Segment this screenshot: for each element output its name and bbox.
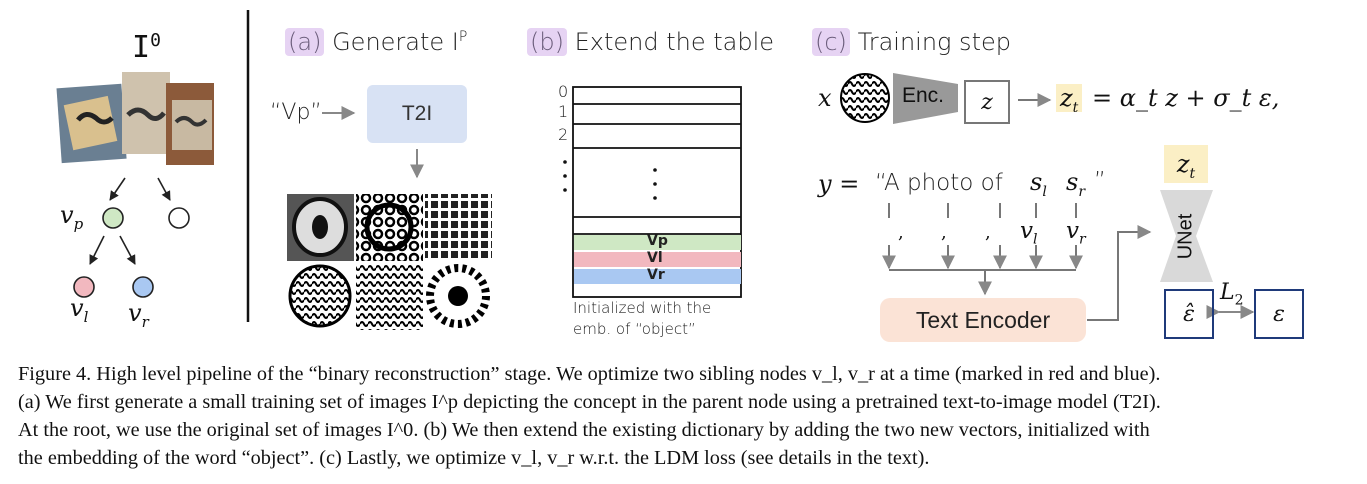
row-vr (574, 269, 741, 284)
tree-edges (89, 177, 171, 265)
embedding-table (572, 86, 742, 298)
row-label-vl: Vl (647, 250, 663, 266)
token-arrows (882, 225, 1152, 321)
token-vr: vr (1066, 218, 1086, 248)
row-vl (574, 252, 741, 267)
text-encoder-box: Text Encoder (880, 298, 1086, 342)
row-label-vp: Vp (647, 233, 668, 249)
caption-line-1: Figure 4. High level pipeline of the “bi… (18, 363, 1161, 385)
generated-images (287, 194, 492, 330)
input-image (840, 73, 890, 123)
label-vl: vl (70, 294, 89, 326)
loss-label: L2 (1220, 280, 1244, 309)
node-vl (73, 276, 95, 298)
unet-label: UNet (1174, 213, 1197, 260)
node-vp (102, 207, 124, 229)
token-vl: vl (1020, 218, 1038, 248)
table-note-1: Initialized with the (573, 299, 712, 317)
row-index-2: 2 (558, 125, 569, 144)
row-vp (574, 235, 741, 250)
row-index-1: 1 (558, 102, 569, 121)
root-photos (56, 72, 214, 165)
encoder-shape (893, 73, 958, 124)
panel-b-title: (b) Extend the table (527, 28, 774, 56)
caption-line-3: At the root, we use the original set of … (18, 419, 1150, 441)
figure-drawing (56, 10, 1255, 330)
token-sr: sr (1066, 168, 1086, 200)
panel-c-title: (c) Training step (812, 28, 1011, 56)
vp-input: “Vp” (270, 100, 322, 125)
root-label: I0 (132, 30, 161, 65)
dot-2: , (941, 222, 947, 243)
z-box: z (964, 80, 1010, 124)
prompt-text: “A photo of (875, 170, 1003, 196)
close-quote: ” (1094, 168, 1106, 194)
zt-label: zt (1056, 84, 1083, 116)
row-label-vr: Vr (647, 267, 665, 283)
caption-line-2: (a) We first generate a small training s… (18, 391, 1161, 413)
label-vr: vr (128, 299, 149, 331)
token-ticks (888, 203, 1077, 218)
unet-shape (1160, 190, 1213, 282)
zt-input-label: zt (1164, 145, 1208, 183)
caption-line-4: the embedding of the word “object”. (c) … (18, 447, 930, 469)
dot-1: , (898, 222, 904, 243)
noise-equation: = α_t z + σ_t ε, (1092, 84, 1280, 112)
table-dots (563, 160, 657, 200)
eps-box: ε (1254, 289, 1304, 339)
token-sl: sl (1030, 168, 1047, 200)
x-label: x (818, 84, 832, 112)
node-vr (132, 276, 154, 298)
row-index-0: 0 (558, 82, 569, 101)
figure: I0 vp vl vr (a) Generate IP “Vp” T2I (b)… (56, 10, 1304, 342)
eps-hat-box: ε̂ (1164, 289, 1214, 339)
figure-caption: Figure 4. High level pipeline of the “bi… (18, 360, 1353, 472)
t2i-box: T2I (367, 85, 467, 143)
y-prefix: y = (818, 170, 860, 198)
table-note-2: emb. of “object” (573, 320, 696, 338)
node-sibling (168, 207, 190, 229)
panel-a-title: (a) Generate IP (285, 28, 467, 56)
label-vp: vp (60, 201, 84, 233)
enc-label: Enc. (902, 84, 945, 107)
dot-3: , (985, 222, 991, 243)
